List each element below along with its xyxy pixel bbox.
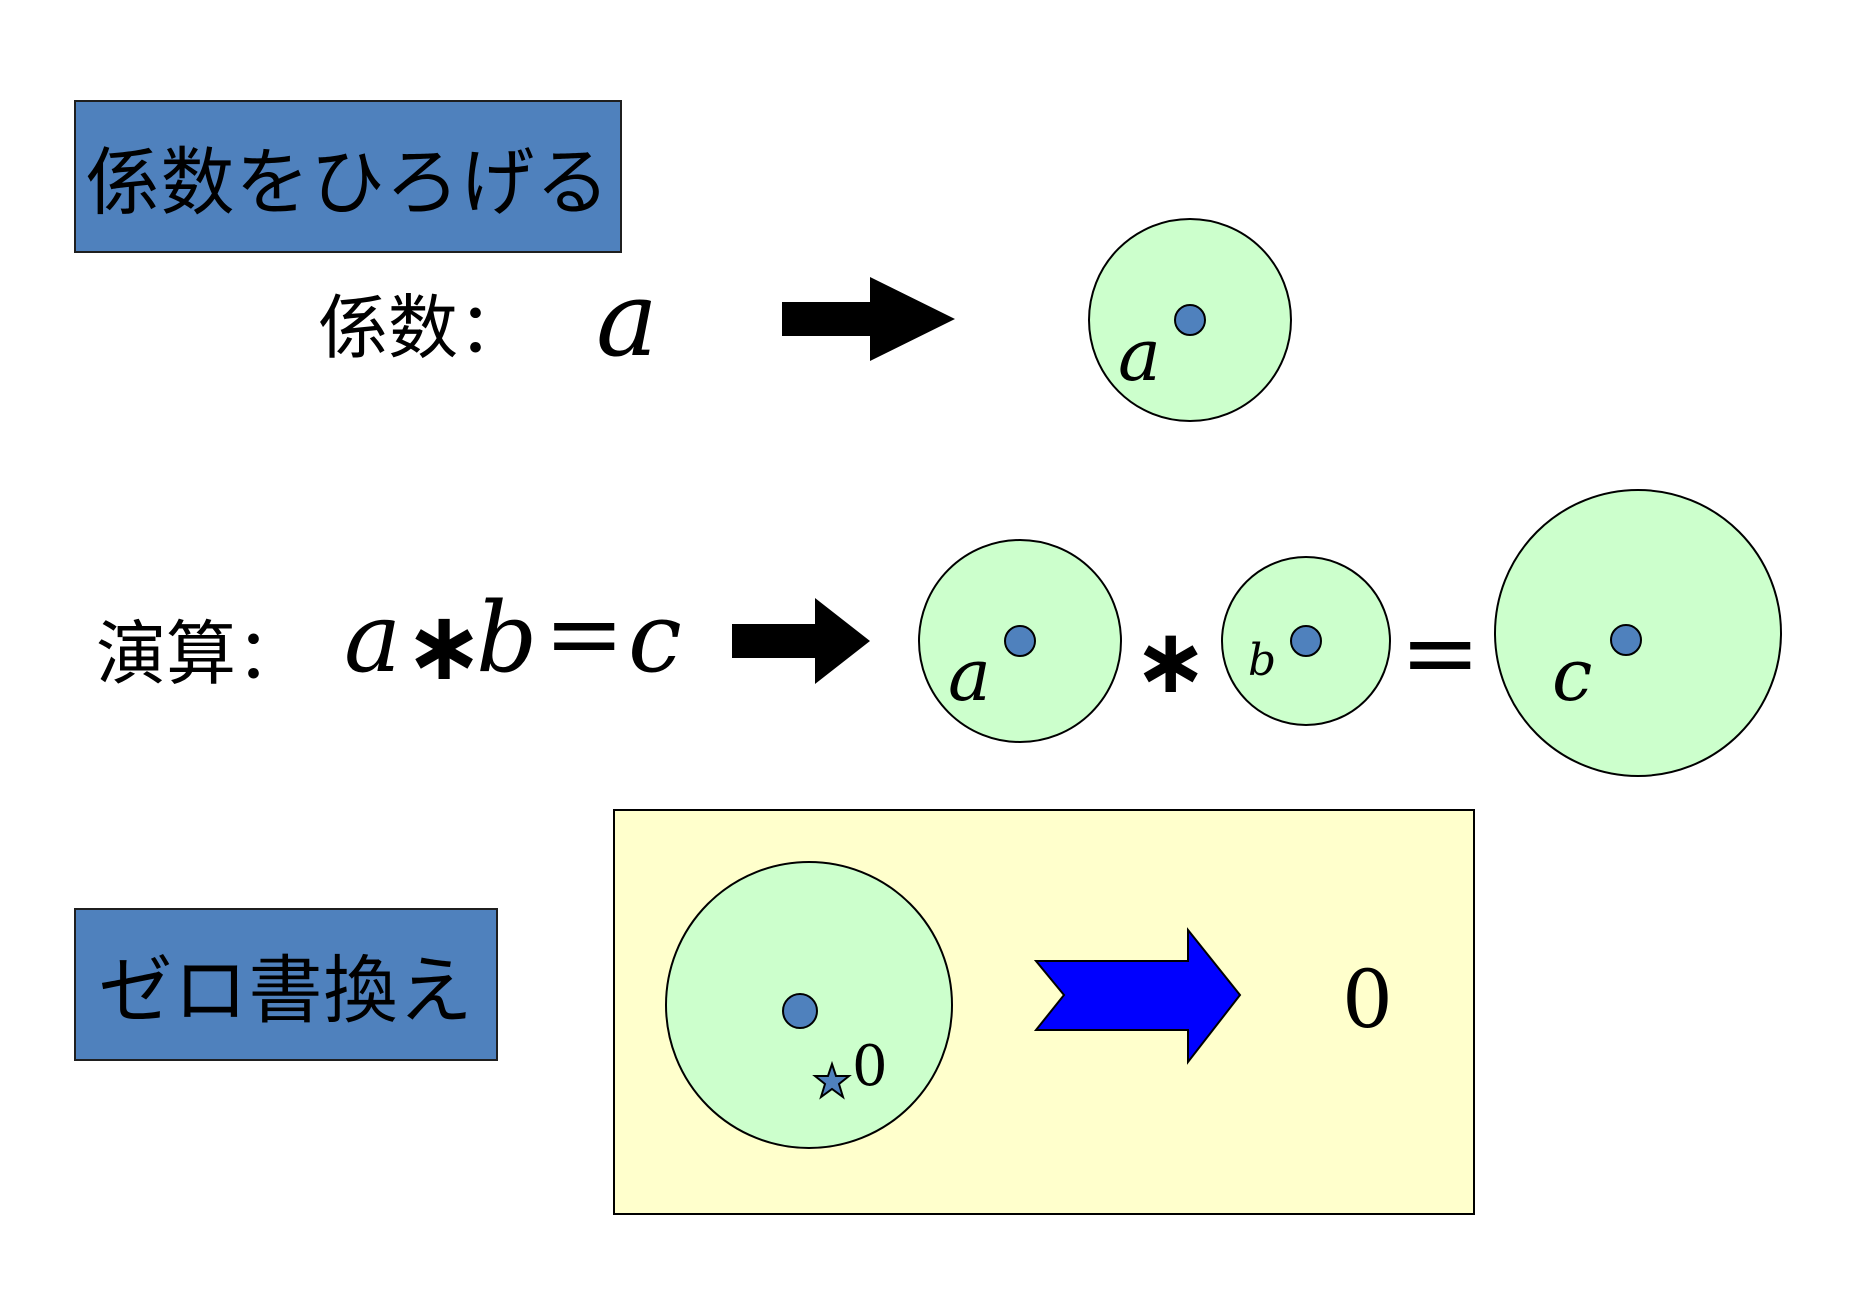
center-dot: [1610, 624, 1642, 656]
equation-a: a: [344, 582, 402, 694]
arrow-right-icon: [782, 277, 955, 361]
equation-multiply: ∗: [404, 590, 485, 702]
bubble-b-middle: b: [1221, 556, 1391, 726]
multiply-sign: ∗: [1133, 609, 1208, 714]
equation-equals: =: [544, 578, 625, 690]
arrow-right-icon: [732, 598, 870, 684]
bubble-zero: 0: [665, 861, 953, 1149]
equation-b: b: [476, 582, 538, 694]
result-zero: 0: [1342, 953, 1393, 1046]
center-dot: [1004, 625, 1036, 657]
coefficient-symbol: a: [596, 258, 659, 380]
equals-sign: =: [1400, 597, 1480, 709]
bubble-a-left-label: a: [948, 633, 991, 717]
center-dot: [1174, 304, 1206, 336]
title-zero-rewrite: ゼロ書換え: [74, 908, 498, 1061]
equation-c: c: [628, 582, 682, 694]
title-zero-rewrite-text: ゼロ書換え: [98, 948, 474, 1034]
center-dot: [1290, 625, 1322, 657]
star-zero-label: 0: [852, 1034, 888, 1099]
star-icon: [812, 1060, 852, 1100]
title-spread-coefficient: 係数をひろげる: [74, 100, 622, 253]
bubble-c-label: c: [1552, 633, 1592, 717]
bubble-c-right: c: [1494, 489, 1782, 777]
bubble-b-label: b: [1248, 635, 1276, 686]
operation-label: 演算：: [96, 613, 306, 695]
bubble-a-single-label: a: [1118, 313, 1161, 397]
bubble-a-single: a: [1088, 218, 1292, 422]
center-dot: [782, 993, 818, 1029]
coefficient-label: 係数：: [318, 287, 528, 369]
bubble-a-left: a: [918, 539, 1122, 743]
title-spread-coefficient-text: 係数をひろげる: [85, 140, 611, 226]
notched-arrow-right-icon: [1033, 927, 1242, 1065]
